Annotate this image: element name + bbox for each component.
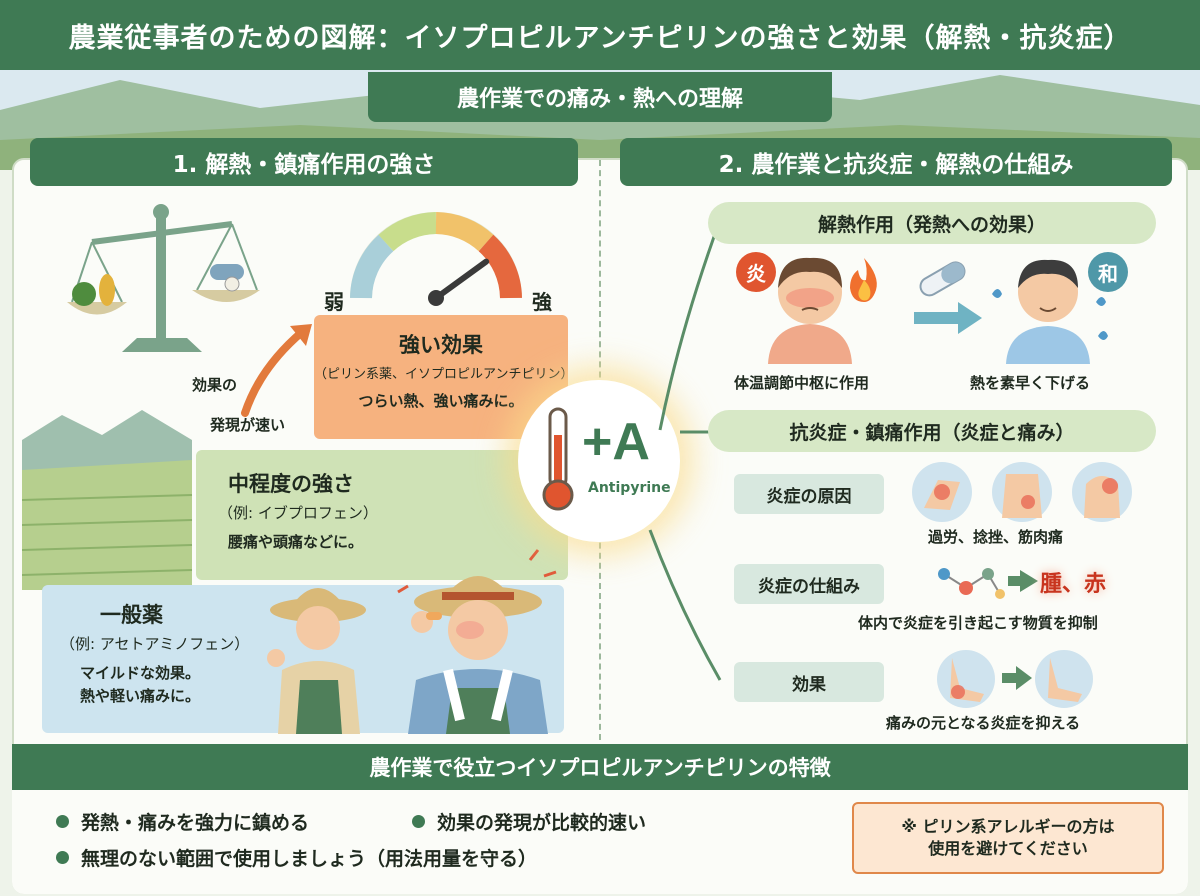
mechanism-result: 腫、赤 xyxy=(1040,572,1107,597)
mechanism-label: 炎症の仕組み xyxy=(734,564,884,604)
general-body-2: 熱や軽い痛みに。 xyxy=(80,687,201,705)
farmers-illustration xyxy=(267,549,557,734)
gauge-strong-label: 強 xyxy=(532,290,552,314)
feverish-person-icon xyxy=(768,257,852,364)
speed-arrow-icon xyxy=(241,324,312,417)
mechanism-caption: 体内で炎症を引き起こす物質を抑制 xyxy=(858,614,1098,632)
medium-effect-box: 中程度の強さ （例: イブプロフェン） 腰痛や頭痛などに。 xyxy=(196,450,568,580)
foot-recovery-icons xyxy=(937,650,1093,708)
warning-line-1: ※ ピリン系アレルギーの方は xyxy=(901,816,1115,836)
page-title: 農業従事者のための図解：イソプロピルアンチピリンの強さと効果（解熱・抗炎症） xyxy=(0,0,1200,70)
antipyretic-caption-right: 熱を素早く下げる xyxy=(970,374,1091,392)
antipyrine-center-badge xyxy=(518,380,680,542)
speed-label-1: 効果の xyxy=(192,376,238,394)
features-heading: 農作業で役立つイソプロピルアンチピリンの特徴 xyxy=(12,744,1188,790)
section2-heading: 2. 農作業と抗炎症・解熱の仕組み xyxy=(620,138,1172,186)
field-scenery xyxy=(22,410,193,590)
section1-heading: 1. 解熱・鎮痛作用の強さ xyxy=(30,138,578,186)
strength-gauge xyxy=(350,212,522,306)
medium-effect-sub: （例: イブプロフェン） xyxy=(218,504,378,522)
subtitle-banner: 農作業での痛み・熱への理解 xyxy=(368,72,832,122)
general-title: 一般薬 xyxy=(100,603,163,627)
strong-effect-title: 強い効果 xyxy=(399,333,483,357)
effect-label: 効果 xyxy=(734,662,884,702)
feature-text-1: 発熱・痛みを強力に鎮める xyxy=(81,812,310,834)
plus-a-mark: +A xyxy=(582,413,650,471)
medium-effect-body: 腰痛や頭痛などに。 xyxy=(228,533,364,551)
cause-label: 炎症の原因 xyxy=(734,474,884,514)
balance-scale-icon xyxy=(67,204,260,352)
antipyretic-heading: 解熱作用（発熱への効果） xyxy=(708,202,1156,244)
arrow-right-icon xyxy=(914,302,982,334)
body-pain-icons xyxy=(912,462,1132,522)
feature-item-3: 無理のない範囲で使用しましょう（用法用量を守る） xyxy=(56,844,537,871)
allergy-warning: ※ ピリン系アレルギーの方は 使用を避けてください xyxy=(852,802,1164,874)
strong-effect-box: 強い効果 （ピリン系薬、イソプロピルアンチピリン） つらい熱、強い痛みに。 xyxy=(314,315,574,439)
antipyretic-caption-left: 体温調節中枢に作用 xyxy=(734,374,870,392)
strong-effect-body: つらい熱、強い痛みに。 xyxy=(358,392,524,410)
bullet-dot xyxy=(56,815,69,828)
calm-badge: 和 xyxy=(1088,252,1128,292)
gauge-needle xyxy=(433,258,490,301)
warning-line-2: 使用を避けてください xyxy=(928,839,1088,858)
hot-badge: 炎 xyxy=(736,252,776,292)
feature-item-1: 発熱・痛みを強力に鎮める xyxy=(56,808,309,835)
capsule-icon xyxy=(919,261,966,297)
general-body-1: マイルドな効果。 xyxy=(80,664,201,682)
relieved-person-icon xyxy=(992,259,1108,364)
gauge-weak-label: 弱 xyxy=(324,290,344,314)
flame-icon xyxy=(850,258,877,302)
thermometer-icon xyxy=(542,407,574,511)
molecule-icon xyxy=(938,568,1038,599)
antiinflammatory-heading: 抗炎症・鎮痛作用（炎症と痛み） xyxy=(708,410,1156,452)
cause-caption: 過労、捻挫、筋肉痛 xyxy=(928,528,1064,546)
feature-item-2: 効果の発現が比較的速い xyxy=(412,808,646,835)
effect-caption: 痛みの元となる炎症を抑える xyxy=(886,714,1081,732)
feature-text-3: 無理のない範囲で使用しましょう（用法用量を守る） xyxy=(81,848,538,870)
connector-lines xyxy=(648,219,722,681)
bullet-dot xyxy=(412,815,425,828)
medium-effect-title: 中程度の強さ xyxy=(228,472,354,496)
speed-label-2: 発現が速い xyxy=(210,416,286,434)
antipyrine-label: Antipyrine xyxy=(588,480,671,496)
strong-effect-sub: （ピリン系薬、イソプロピルアンチピリン） xyxy=(314,367,574,382)
feature-text-2: 効果の発現が比較的速い xyxy=(437,812,647,834)
bullet-dot xyxy=(56,851,69,864)
general-sub: （例: アセトアミノフェン） xyxy=(60,635,250,653)
